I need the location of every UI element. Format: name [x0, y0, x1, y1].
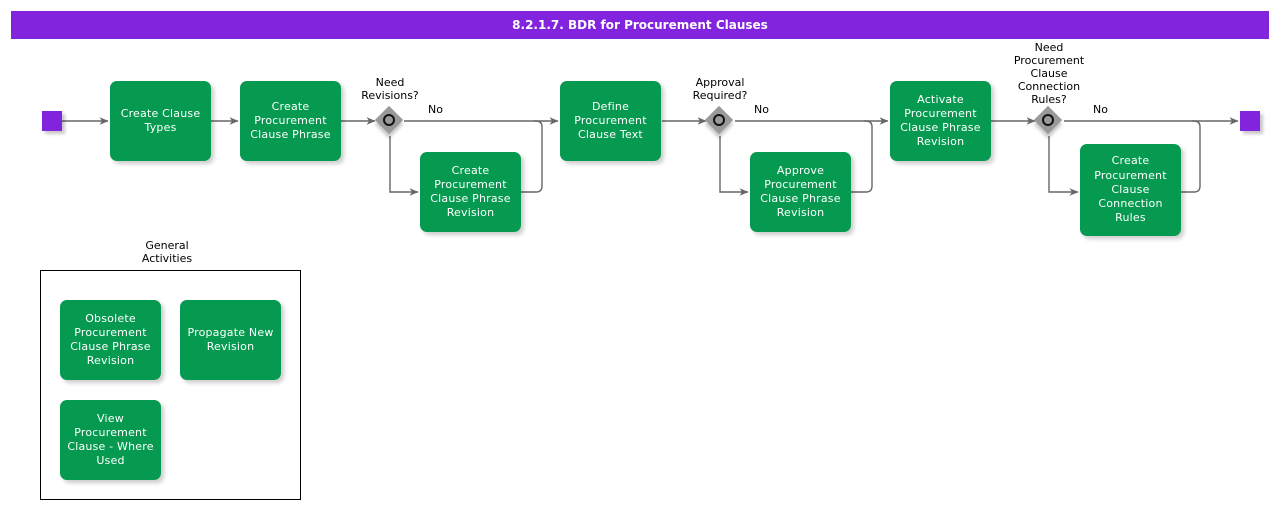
flow-label-no-1: No — [428, 103, 443, 116]
gateway-label-need-procurement-clause-connection-rules: Need Procurement Clause Connection Rules… — [1013, 41, 1085, 106]
diagram-title-bar: 8.2.1.7. BDR for Procurement Clauses — [11, 11, 1269, 39]
page-title: 8.2.1.7. BDR for Procurement Clauses — [512, 18, 768, 32]
task-create-procurement-clause-connection-rules[interactable]: Create Procurement Clause Connection Rul… — [1080, 144, 1181, 236]
end-event[interactable] — [1240, 111, 1260, 131]
task-create-clause-types[interactable]: Create Clause Types — [110, 81, 211, 161]
task-label: Propagate New Revision — [187, 325, 274, 353]
task-label: Define Procurement Clause Text — [574, 99, 647, 142]
task-label: Create Procurement Clause Phrase — [250, 99, 331, 142]
gateway-approval-required[interactable] — [704, 105, 734, 135]
gateway-label-need-revisions: Need Revisions? — [361, 76, 419, 102]
task-obsolete-procurement-clause-phrase-revision[interactable]: Obsolete Procurement Clause Phrase Revis… — [60, 300, 161, 380]
task-propagate-new-revision[interactable]: Propagate New Revision — [180, 300, 281, 380]
group-title-general-activities: General Activities — [141, 239, 193, 265]
task-view-procurement-clause-where-used[interactable]: View Procurement Clause - Where Used — [60, 400, 161, 480]
task-approve-procurement-clause-phrase-revision[interactable]: Approve Procurement Clause Phrase Revisi… — [750, 152, 851, 232]
flow-label-no-2: No — [754, 103, 769, 116]
gateway-need-procurement-clause-connection-rules[interactable] — [1033, 105, 1063, 135]
gateway-circle-icon — [383, 114, 395, 126]
group-general-activities — [40, 270, 301, 500]
task-label: Obsolete Procurement Clause Phrase Revis… — [70, 311, 151, 368]
task-define-procurement-clause-text[interactable]: Define Procurement Clause Text — [560, 81, 661, 161]
gateway-circle-icon — [1042, 114, 1054, 126]
gateway-label-approval-required: Approval Required? — [692, 76, 748, 102]
task-create-procurement-clause-phrase[interactable]: Create Procurement Clause Phrase — [240, 81, 341, 161]
task-activate-procurement-clause-phrase-revision[interactable]: Activate Procurement Clause Phrase Revis… — [890, 81, 991, 161]
start-event[interactable] — [42, 111, 62, 131]
task-label: View Procurement Clause - Where Used — [67, 411, 154, 468]
task-label: Approve Procurement Clause Phrase Revisi… — [760, 163, 841, 220]
task-label: Create Clause Types — [120, 106, 201, 134]
task-create-procurement-clause-phrase-revision[interactable]: Create Procurement Clause Phrase Revisio… — [420, 152, 521, 232]
gateway-need-revisions[interactable] — [374, 105, 404, 135]
task-label: Create Procurement Clause Connection Rul… — [1094, 154, 1167, 225]
gateway-circle-icon — [713, 114, 725, 126]
task-label: Activate Procurement Clause Phrase Revis… — [900, 92, 981, 149]
flow-label-no-3: No — [1093, 103, 1108, 116]
task-label: Create Procurement Clause Phrase Revisio… — [430, 163, 511, 220]
